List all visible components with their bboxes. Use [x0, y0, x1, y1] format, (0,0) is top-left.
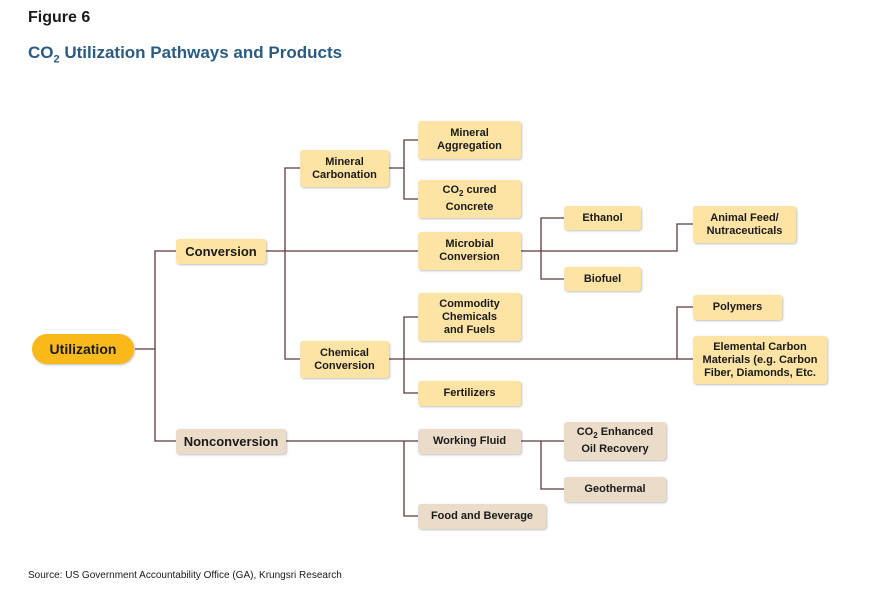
node-ethanol: Ethanol	[564, 206, 641, 230]
figure-label: Figure 6	[28, 9, 91, 26]
diagram-title: CO2 Utilization Pathways and Products	[28, 43, 343, 66]
connector-microbial-biofuel	[540, 251, 564, 280]
node-commodity-chemicals: Commodity Chemicals and Fuels	[418, 293, 521, 341]
connector-conversion-chemical	[284, 251, 300, 360]
connector-root-conversion	[135, 250, 176, 350]
node-fertilizers: Fertilizers	[418, 381, 521, 406]
connector-workingfluid-geothermal	[540, 441, 564, 490]
node-utilization: Utilization	[32, 334, 134, 364]
node-biofuel: Biofuel	[564, 267, 641, 291]
node-polymers: Polymers	[693, 295, 782, 320]
node-chemical-conversion: Chemical Conversion	[300, 341, 389, 378]
node-animal-feed: Animal Feed/ Nutraceuticals	[693, 206, 796, 243]
connector-nonconversion-food	[403, 441, 418, 517]
connector-microbial-animalfeed	[541, 223, 693, 252]
connector-mineral-aggregation	[389, 139, 418, 169]
node-conversion: Conversion	[176, 239, 266, 264]
node-food-beverage: Food and Beverage	[418, 504, 546, 529]
connector-mineral-concrete	[403, 168, 418, 200]
node-co2-enhanced-oil-recovery: CO2 Enhanced Oil Recovery	[564, 422, 666, 460]
node-microbial-conversion: Microbial Conversion	[418, 232, 521, 270]
node-geothermal: Geothermal	[564, 477, 666, 502]
node-elemental-carbon: Elemental Carbon Materials (e.g. Carbon …	[693, 336, 827, 384]
node-nonconversion: Nonconversion	[176, 429, 286, 454]
node-co2-cured-concrete: CO2 cured Concrete	[418, 180, 521, 218]
node-mineral-carbonation: Mineral Carbonation	[300, 150, 389, 187]
connector-microbial-ethanol	[521, 217, 564, 252]
connector-root-nonconversion	[154, 349, 176, 442]
source-note: Source: US Government Accountability Off…	[28, 570, 342, 581]
connector-chemical-polymers	[404, 306, 693, 360]
node-working-fluid: Working Fluid	[418, 429, 521, 454]
connector-conversion-mineral	[266, 167, 300, 252]
connector-chemical-commodity	[389, 316, 418, 360]
node-mineral-aggregation: Mineral Aggregation	[418, 121, 521, 159]
connector-chemical-fertilizers	[403, 359, 418, 394]
